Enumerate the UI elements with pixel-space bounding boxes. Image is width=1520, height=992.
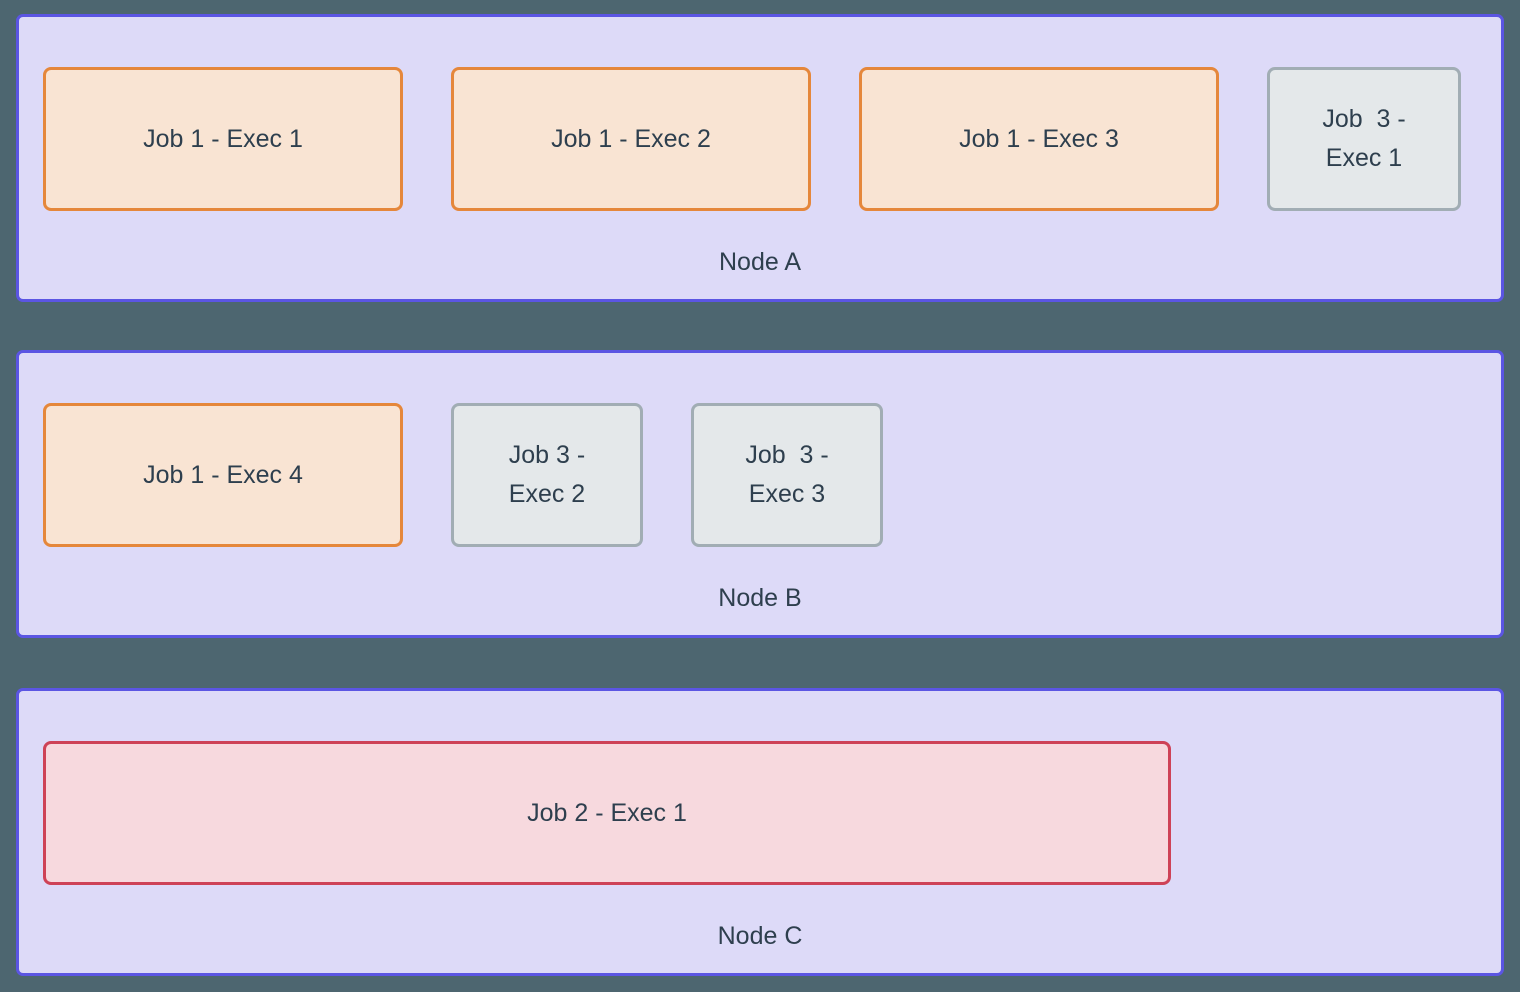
node-b-label: Node B bbox=[718, 584, 802, 612]
node-c-container: Job 2 - Exec 1 Node C bbox=[16, 688, 1504, 976]
executor-box-job1-exec1: Job 1 - Exec 1 bbox=[43, 67, 403, 211]
executor-label-job1-exec1: Job 1 - Exec 1 bbox=[143, 124, 303, 153]
executor-label-job2-exec1: Job 2 - Exec 1 bbox=[527, 798, 687, 827]
executor-box-job1-exec2: Job 1 - Exec 2 bbox=[451, 67, 811, 211]
node-a-label: Node A bbox=[718, 248, 801, 276]
executor-label-job1-exec3: Job 1 - Exec 3 bbox=[959, 124, 1119, 153]
executor-label-job3-exec1: Job 3 - Exec 1 bbox=[1322, 105, 1406, 172]
executor-label-job1-exec4: Job 1 - Exec 4 bbox=[143, 460, 303, 489]
node-b-executor-row: Job 1 - Exec 4 Job 3 - Exec 2 Job 3 - Ex… bbox=[43, 403, 883, 547]
executor-label-job1-exec2: Job 1 - Exec 2 bbox=[551, 124, 711, 153]
node-c-label: Node C bbox=[717, 922, 803, 950]
executor-box-job2-exec1: Job 2 - Exec 1 bbox=[43, 741, 1171, 885]
node-c-executor-row: Job 2 - Exec 1 bbox=[43, 741, 1171, 885]
executor-label-job3-exec2: Job 3 - Exec 2 bbox=[508, 441, 586, 508]
executor-label-job3-exec3: Job 3 - Exec 3 bbox=[745, 441, 829, 508]
executor-box-job1-exec3: Job 1 - Exec 3 bbox=[859, 67, 1219, 211]
node-a-container: Job 1 - Exec 1 Job 1 - Exec 2 Job 1 - Ex… bbox=[16, 14, 1504, 302]
executor-box-job3-exec3: Job 3 - Exec 3 bbox=[691, 403, 883, 547]
executor-box-job1-exec4: Job 1 - Exec 4 bbox=[43, 403, 403, 547]
executor-box-job3-exec1: Job 3 - Exec 1 bbox=[1267, 67, 1461, 211]
node-b-container: Job 1 - Exec 4 Job 3 - Exec 2 Job 3 - Ex… bbox=[16, 350, 1504, 638]
node-a-executor-row: Job 1 - Exec 1 Job 1 - Exec 2 Job 1 - Ex… bbox=[43, 67, 1461, 211]
executor-box-job3-exec2: Job 3 - Exec 2 bbox=[451, 403, 643, 547]
